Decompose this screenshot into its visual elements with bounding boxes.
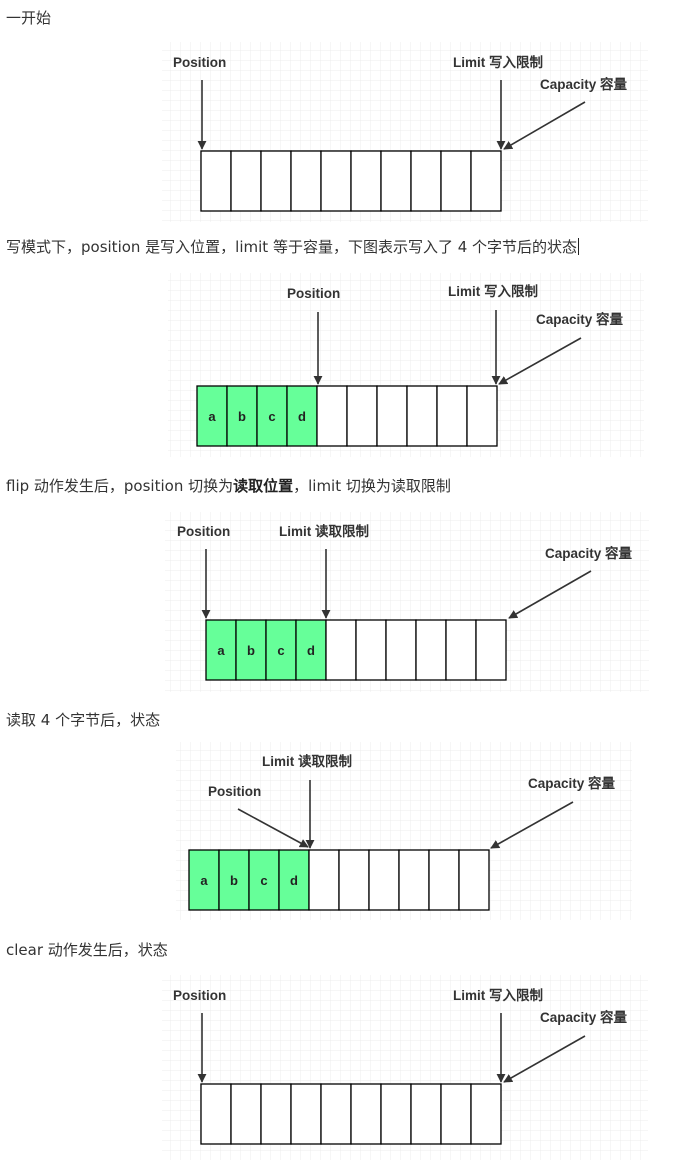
diagram-read: a b c d Limit 读取限制 Position Capacity 容量	[176, 742, 632, 920]
buffer-cell-filled	[218, 849, 250, 911]
label-limit: Limit 读取限制	[279, 523, 369, 539]
label-position: Position	[287, 286, 340, 301]
buffer-cell	[440, 150, 472, 212]
buffer-cell	[355, 619, 387, 681]
label-position: Position	[173, 55, 226, 70]
buffer-cell	[445, 619, 477, 681]
text-cursor	[578, 238, 580, 255]
buffer-cells: a b c d	[196, 385, 498, 447]
text-flip-pre: flip 动作发生后，position 切换为	[6, 477, 234, 495]
buffer-cell	[436, 385, 468, 447]
text-read-4-bytes: 读取 4 个字节后，状态	[6, 711, 161, 729]
buffer-cell	[398, 849, 430, 911]
cell-label: c	[277, 643, 284, 658]
buffer-cell	[230, 150, 262, 212]
cell-label: a	[217, 643, 225, 658]
buffer-cell	[380, 1083, 412, 1145]
cell-label: d	[298, 409, 306, 424]
label-capacity: Capacity 容量	[540, 76, 628, 92]
buffer-cell	[346, 385, 378, 447]
text-write-mode-content: 写模式下，position 是写入位置，limit 等于容量，下图表示写入了 4…	[6, 238, 578, 256]
text-clear: clear 动作发生后，状态	[6, 941, 168, 959]
buffer-cell	[440, 1083, 472, 1145]
cell-label: b	[238, 409, 246, 424]
buffer-cell	[320, 150, 352, 212]
arrow-capacity	[498, 337, 582, 385]
buffer-cell	[325, 619, 357, 681]
cell-label: d	[307, 643, 315, 658]
buffer-cell	[415, 619, 447, 681]
text-flip-post: ，limit 切换为读取限制	[293, 477, 451, 495]
buffer-cell	[470, 150, 502, 212]
buffer-cell	[406, 385, 438, 447]
arrow-capacity	[508, 570, 592, 619]
buffer-cell	[350, 1083, 382, 1145]
arrow-capacity	[503, 1035, 586, 1083]
text-flip-bold: 读取位置	[233, 477, 294, 495]
buffer-cell-filled	[248, 849, 280, 911]
cell-label: c	[260, 873, 267, 888]
buffer-cell	[290, 1083, 322, 1145]
cell-label: b	[247, 643, 255, 658]
cell-label: c	[268, 409, 275, 424]
cell-label: a	[200, 873, 208, 888]
text-flip: flip 动作发生后，position 切换为读取位置，limit 切换为读取限…	[6, 476, 451, 496]
arrow-capacity	[503, 101, 586, 150]
buffer-cell	[338, 849, 370, 911]
buffer-cell	[260, 150, 292, 212]
buffer-cell	[385, 619, 417, 681]
label-limit: Limit 写入限制	[453, 54, 543, 70]
buffer-cell-filled	[205, 619, 237, 681]
buffer-cell	[410, 1083, 442, 1145]
buffer-cell	[316, 385, 348, 447]
buffer-cell	[380, 150, 412, 212]
buffer-cell	[308, 849, 340, 911]
label-capacity: Capacity 容量	[528, 775, 616, 791]
buffer-cell	[320, 1083, 352, 1145]
diagram-initial: Position Limit 写入限制 Capacity 容量	[162, 42, 648, 222]
label-limit: Limit 写入限制	[453, 987, 543, 1003]
buffer-cell	[458, 849, 490, 911]
buffer-cells: a b c d	[188, 849, 490, 911]
buffer-cell-filled	[265, 619, 297, 681]
buffer-cell	[260, 1083, 292, 1145]
arrow-capacity	[490, 801, 574, 849]
text-initial: 一开始	[6, 9, 52, 27]
buffer-cell	[470, 1083, 502, 1145]
buffer-cell	[466, 385, 498, 447]
buffer-cell-filled	[286, 385, 318, 447]
diagram-write: a b c d Position Limit 写入限制 Capacity 容量	[168, 273, 644, 457]
label-capacity: Capacity 容量	[536, 311, 624, 327]
cell-label: d	[290, 873, 298, 888]
buffer-cells: a b c d	[205, 619, 507, 681]
label-capacity: Capacity 容量	[540, 1009, 628, 1025]
cell-label: b	[230, 873, 238, 888]
label-limit: Limit 读取限制	[262, 753, 352, 769]
buffer-cell-filled	[295, 619, 327, 681]
buffer-cell	[475, 619, 507, 681]
buffer-cells	[200, 150, 502, 212]
buffer-cells	[200, 1083, 502, 1145]
buffer-cell	[410, 150, 442, 212]
buffer-cell	[350, 150, 382, 212]
buffer-cell	[230, 1083, 262, 1145]
label-position: Position	[177, 524, 230, 539]
cell-label: a	[208, 409, 216, 424]
buffer-cell	[200, 1083, 232, 1145]
buffer-cell	[200, 150, 232, 212]
buffer-cell	[290, 150, 322, 212]
diagram-flip: a b c d Position Limit 读取限制 Capacity 容量	[165, 512, 649, 692]
diagram-clear: Position Limit 写入限制 Capacity 容量	[162, 975, 648, 1160]
buffer-cell-filled	[256, 385, 288, 447]
label-position: Position	[208, 784, 261, 799]
text-write-mode: 写模式下，position 是写入位置，limit 等于容量，下图表示写入了 4…	[6, 237, 580, 257]
label-position: Position	[173, 988, 226, 1003]
buffer-cell	[428, 849, 460, 911]
buffer-cell	[376, 385, 408, 447]
arrow-position	[237, 808, 309, 848]
label-limit: Limit 写入限制	[448, 283, 538, 299]
buffer-cell	[368, 849, 400, 911]
label-capacity: Capacity 容量	[545, 545, 633, 561]
